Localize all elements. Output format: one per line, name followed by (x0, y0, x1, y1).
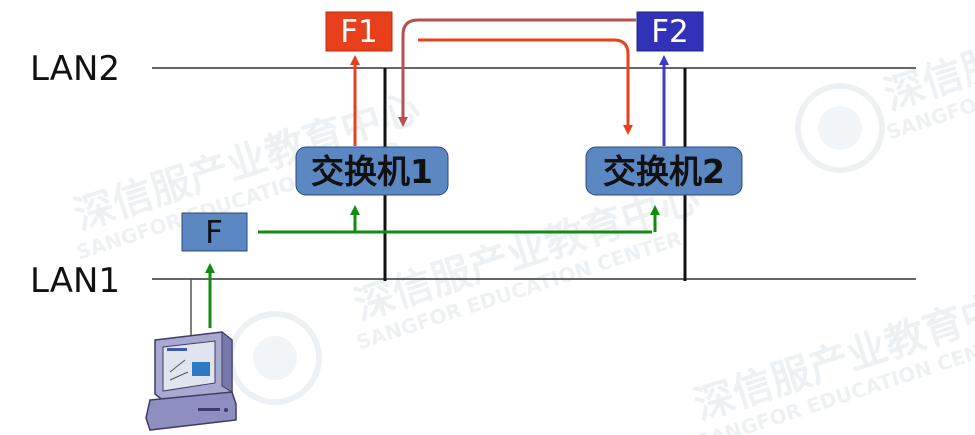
watermark-logo-icon (818, 106, 862, 150)
frame-f-label: F (205, 215, 223, 251)
frame-f-box: F (181, 212, 248, 252)
frame-f2-box: F2 (636, 11, 704, 52)
frame-f1-box: F1 (325, 11, 393, 52)
watermark-logo-icon (795, 83, 885, 173)
arrow-f1-to-switch2 (418, 38, 633, 135)
switch1-box: 交换机1 (295, 146, 449, 196)
switch1-label: 交换机1 (311, 152, 433, 191)
lan2-label: LAN2 (30, 49, 120, 89)
frame-f2-label: F2 (651, 14, 689, 50)
switch2-label: 交换机2 (603, 152, 725, 191)
computer-icon (145, 279, 237, 431)
lan1-label: LAN1 (30, 261, 120, 301)
watermark-logo-icon (253, 336, 297, 380)
switch2-box: 交换机2 (585, 146, 743, 196)
arrow-f2-to-switch1 (398, 18, 636, 127)
frame-f1-label: F1 (340, 14, 378, 50)
